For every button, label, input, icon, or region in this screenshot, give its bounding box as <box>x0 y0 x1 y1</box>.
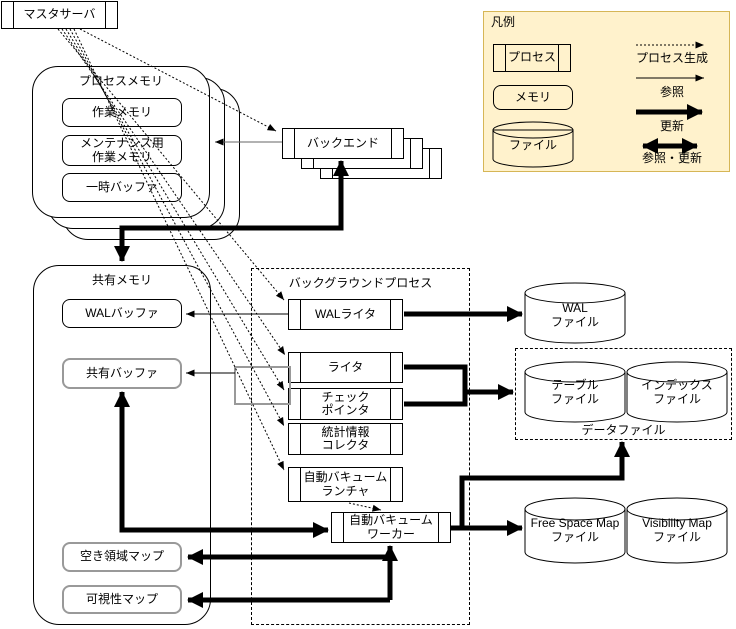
work-memory-node: 作業メモリ <box>62 98 182 127</box>
autovacuum-launcher-node: 自動バキューム ランチャ <box>288 467 403 502</box>
writer-node: ライタ <box>288 352 403 383</box>
index-file-label: インデックス ファイル <box>641 378 713 406</box>
checkpointer-node: チェック ポインタ <box>288 388 403 420</box>
wal-buffer-node: WALバッファ <box>62 299 182 328</box>
background-process-title: バックグラウンドプロセス <box>288 276 433 290</box>
wal-writer-node: WALライタ <box>288 299 403 330</box>
legend-process-shape: プロセス <box>493 44 571 72</box>
legend-ref-label: 参照 <box>659 85 684 99</box>
stats-collector-node: 統計情報 コレクタ <box>288 423 403 455</box>
shared-buffer-node: 共有バッファ <box>62 358 182 389</box>
fsm-file-label: Free Space Map ファイル <box>530 516 620 544</box>
data-file-container <box>515 348 732 440</box>
backend-node: バックエンド <box>282 128 404 159</box>
legend-title: 凡例 <box>491 15 516 29</box>
maintenance-work-memory-node: メンテナンス用 作業メモリ <box>62 135 182 166</box>
wal-file-label: WAL ファイル <box>550 301 599 329</box>
table-file-label: テーブル ファイル <box>550 378 599 406</box>
process-memory-title: プロセスメモリ <box>78 74 163 88</box>
temp-buffer-node: 一時バッファ <box>62 173 182 202</box>
shared-memory-title: 共有メモリ <box>91 273 152 287</box>
vm-file-label: Visibility Map ファイル <box>642 516 712 544</box>
legend-file-label: ファイル <box>508 138 557 152</box>
legend-update-label: 更新 <box>659 119 684 133</box>
legend-create-label: プロセス生成 <box>635 51 708 65</box>
master-server-node: マスタサーバ <box>1 1 118 29</box>
free-space-map-node: 空き領域マップ <box>62 542 182 572</box>
legend-refupdate-label: 参照・更新 <box>641 151 702 165</box>
autovacuum-worker-node: 自動バキューム ワーカー <box>331 512 451 543</box>
legend-memory-shape: メモリ <box>493 85 573 110</box>
visibility-map-node: 可視性マップ <box>62 585 182 614</box>
data-file-title: データファイル <box>581 423 666 437</box>
